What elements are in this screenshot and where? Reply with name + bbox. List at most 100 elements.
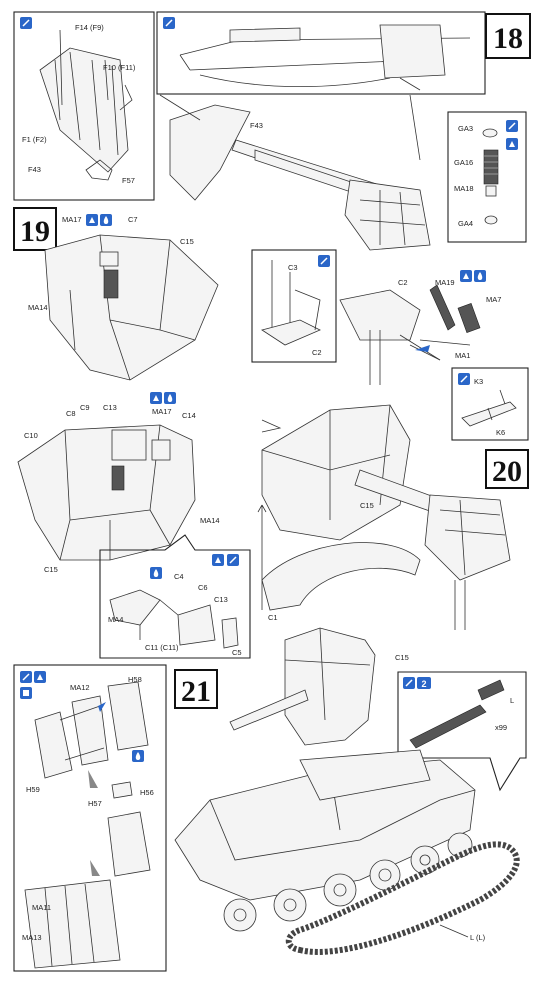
- step-number-box: [174, 669, 218, 709]
- part-label-c2: C2: [312, 348, 322, 357]
- part-label-k3: K3: [474, 377, 483, 386]
- shield-assembly-open: [44, 234, 219, 381]
- part-label-c7: C7: [128, 215, 138, 224]
- detail-frame-k-parts: [451, 367, 529, 441]
- gun-shield: [169, 104, 251, 201]
- detail-frame-c-subassembly: [99, 534, 251, 659]
- turret-shield-final: [284, 627, 376, 746]
- part-label-c4: C4: [174, 572, 184, 581]
- part-label-ma1: MA1: [455, 351, 470, 360]
- cement-icon: [506, 138, 518, 150]
- shield-side-plate: [39, 47, 129, 173]
- part-label-c15-c: C15: [360, 501, 374, 510]
- glue-icon: [20, 17, 32, 29]
- part-label-c3: C3: [288, 263, 298, 272]
- part-label-ma7: MA7: [486, 295, 501, 304]
- step-number-box: [485, 13, 531, 59]
- step-18: 18 F14 (F9) F10 (F11) F1 (F2) F43 F57 F4…: [13, 11, 531, 251]
- part-label-l: L (L): [470, 933, 486, 942]
- cement-icon: [212, 554, 224, 566]
- part-label-f57: F57: [122, 176, 135, 185]
- cement-icon: [34, 671, 46, 683]
- detail-frame-c-parts: [251, 249, 337, 363]
- detail-c-parts: C3 C2 C2: [251, 249, 441, 385]
- road-wheels: [223, 832, 473, 932]
- tank-hull: [174, 759, 476, 901]
- paint-drop-icon: [100, 214, 112, 226]
- part-label-c13: C13: [103, 403, 117, 412]
- step-number-box: [13, 207, 57, 251]
- step-21: 21 MA12 H58 H59 H57: [13, 627, 527, 972]
- paint-drop-icon: [474, 270, 486, 282]
- step-number: 21: [181, 675, 211, 708]
- gun-breech: [344, 179, 431, 251]
- quantity-icon: 2: [417, 677, 431, 689]
- part-label-ma17-b: MA17: [152, 407, 172, 416]
- part-label-f43: F43: [28, 165, 41, 174]
- part-label-c11: C11 (C11): [145, 643, 179, 652]
- glue-icon: [506, 120, 518, 132]
- step-number: 19: [20, 215, 50, 248]
- part-label-k6: K6: [496, 428, 505, 437]
- part-label-ga3: GA3: [458, 124, 473, 133]
- part-label-c1: C1: [268, 613, 278, 622]
- part-label-ga4: GA4: [458, 219, 473, 228]
- part-label-ma17: MA17: [62, 215, 82, 224]
- step-number: 18: [493, 22, 523, 55]
- part-label-f14: F14 (F9): [75, 23, 104, 32]
- step-20: 20 C15 C1: [257, 404, 529, 630]
- part-label-ma14: MA14: [28, 303, 48, 312]
- shield-assembly-closed: [17, 424, 196, 561]
- part-label-ma4: MA4: [108, 615, 123, 624]
- part-label-c14: C14: [182, 411, 196, 420]
- glue-icon: [20, 671, 32, 683]
- step-19-top: 19 MA17 C7 C15 MA14: [13, 207, 219, 381]
- glue-icon: [318, 255, 330, 267]
- part-label-h56: H56: [140, 788, 154, 797]
- part-label-ma11: MA11: [32, 903, 51, 912]
- part-label-ma12: MA12: [70, 683, 90, 692]
- glue-icon: [403, 677, 415, 689]
- track-quantity: x99: [495, 723, 507, 732]
- step-19-shield: C8 C9 C13 MA17 C14 C10 MA14 C15: [17, 392, 220, 574]
- part-label-c15-d: C15: [395, 653, 409, 662]
- glue-icon: [227, 554, 239, 566]
- paint-drop-icon: [164, 392, 176, 404]
- glue-icon: [163, 17, 175, 29]
- part-label-f10: F10 (F11): [103, 63, 136, 72]
- part-label-c2-main: C2: [398, 278, 408, 287]
- part-label-ma19: MA19: [435, 278, 455, 287]
- part-label-h57: H57: [88, 799, 102, 808]
- part-label-c13-b: C13: [214, 595, 228, 604]
- detail-c-subassembly: C4 C6 MA4 C13 C11 (C11) C5: [99, 534, 251, 659]
- detail-ma-parts: MA19 MA7 MA1: [409, 270, 501, 361]
- part-label-c8: C8: [66, 409, 76, 418]
- part-label-c15-b: C15: [44, 565, 58, 574]
- part-label-c6: C6: [198, 583, 208, 592]
- paint-drop-icon: [132, 750, 144, 762]
- detail-frame-jerrycans: [13, 664, 167, 972]
- detail-frame-f-parts: [13, 11, 155, 201]
- part-label-h58: H58: [128, 675, 142, 684]
- shield-on-mount: [261, 404, 411, 541]
- part-label-ma18: MA18: [454, 184, 474, 193]
- part-label-c10: C10: [24, 431, 38, 440]
- gun-mount-base: [339, 289, 421, 341]
- part-label-c9: C9: [80, 403, 90, 412]
- part-label-ma14-b: MA14: [200, 516, 220, 525]
- detail-k-parts: K3 K6: [451, 367, 529, 441]
- step-number-box: [485, 449, 529, 489]
- cement-icon: [86, 214, 98, 226]
- quantity-count: 2: [421, 679, 426, 689]
- glue-icon: [458, 373, 470, 385]
- cement-icon: [460, 270, 472, 282]
- part-label-ga16: GA16: [454, 158, 473, 167]
- detail-frame-ga-parts: [447, 111, 527, 243]
- part-label-l-small: L: [510, 696, 514, 705]
- part-label-ma13: MA13: [22, 933, 42, 942]
- part-label-f43-main: F43: [250, 121, 263, 130]
- paint-drop-icon: [150, 567, 162, 579]
- turret-ring-plate: [261, 542, 421, 611]
- step-number: 20: [492, 455, 522, 488]
